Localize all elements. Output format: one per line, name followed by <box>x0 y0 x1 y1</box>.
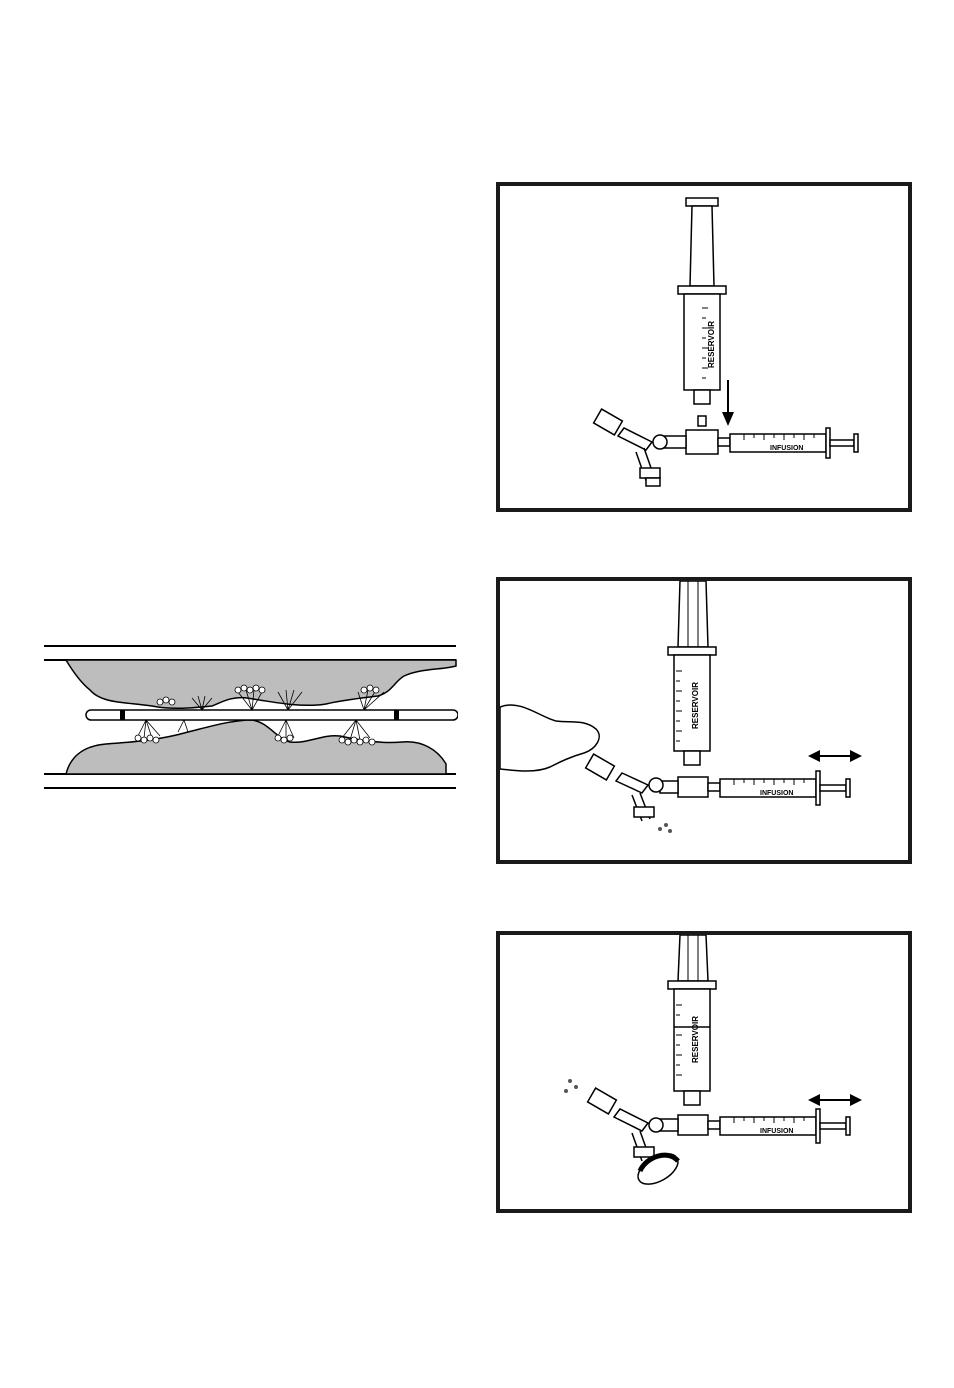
reservoir-syringe: RESERVOIR <box>668 581 716 765</box>
figure-panel-connect-syringes: RESERVOIR <box>496 182 912 512</box>
double-arrow-icon <box>808 750 862 762</box>
infusion-syringe: INFUSION <box>708 1109 850 1143</box>
reservoir-syringe: RESERVOIR <box>678 198 726 426</box>
infusion-label: INFUSION <box>770 445 803 452</box>
reservoir-label: RESERVOIR <box>691 1016 700 1063</box>
vessel-cross-section-illustration <box>42 640 458 792</box>
double-arrow-icon <box>808 1094 862 1106</box>
reservoir-label: RESERVOIR <box>691 682 700 729</box>
infusion-syringe: INFUSION <box>718 428 858 458</box>
down-arrow-icon <box>722 380 734 426</box>
hand-illustration <box>500 705 599 771</box>
figure-panel-aspirate: RESERVOIR I <box>496 577 912 864</box>
infusion-label: INFUSION <box>760 790 793 797</box>
reservoir-syringe: RESERVOIR <box>668 935 716 1105</box>
reservoir-label: RESERVOIR <box>707 321 716 368</box>
figure-panel-infuse: RESERVOIR <box>496 931 912 1213</box>
stopcock-valve <box>586 754 708 833</box>
infusion-label: INFUSION <box>760 1128 793 1135</box>
infusion-syringe: INFUSION <box>708 771 850 805</box>
